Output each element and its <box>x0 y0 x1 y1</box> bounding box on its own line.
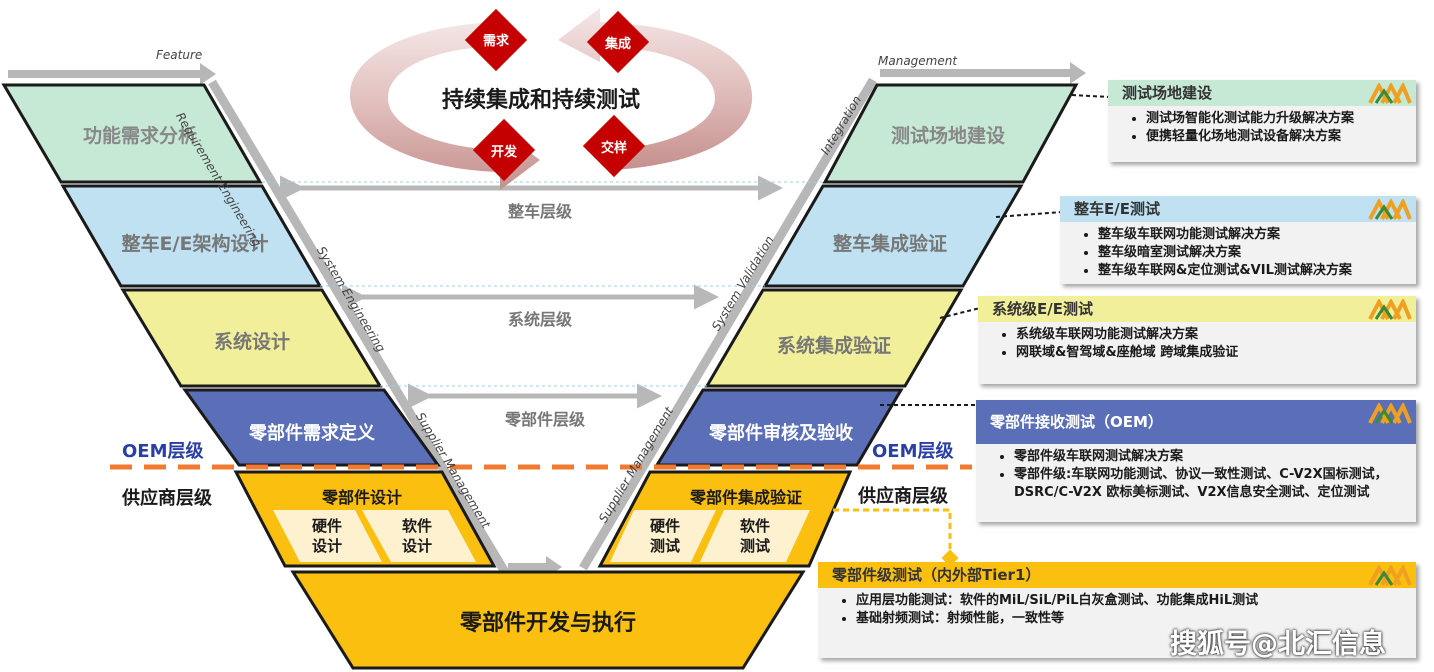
level-component: 零部件层级 <box>504 410 585 429</box>
info-box-item: 便携轻量化场地测试设备解决方案 <box>1146 128 1416 146</box>
info-box-item: 系统级车联网功能测试解决方案 <box>1016 326 1416 344</box>
right-stages <box>597 83 1079 568</box>
stage-function-requirements <box>1 83 263 184</box>
cycle-title: 持续集成和持续测试 <box>442 88 641 113</box>
info-box-title: 零部件接收测试（OEM） <box>976 400 1416 444</box>
flow-label-management: Management <box>878 54 958 68</box>
info-box-item: 网联域&智驾域&座舱域 跨域集成验证 <box>1016 344 1416 362</box>
stage-test-site <box>822 83 1079 184</box>
info-box-item: 测试场智能化测试能力升级解决方案 <box>1146 110 1416 128</box>
left-flow-line <box>208 79 509 575</box>
info-box-title: 系统级E/E测试 <box>978 296 1416 322</box>
stage-label-right-0: 测试场地建设 <box>890 125 1005 147</box>
management-arrow <box>880 62 1086 84</box>
info-box-item: 应用层功能测试：软件的MiL/SiL/PiL白灰盒测试、功能集成HiL测试 <box>856 592 1416 610</box>
company-logo-icon <box>1368 565 1412 586</box>
info-box-title: 整车E/E测试 <box>1060 196 1416 222</box>
info-box-system-ee: 系统级E/E测试 系统级车联网功能测试解决方案 网联域&智驾域&座舱域 跨域集成… <box>978 296 1416 384</box>
stage-component-requirements <box>182 388 441 467</box>
software-design-box <box>362 510 476 562</box>
info-box-item: 整车级车联网&定位测试&VIL测试解决方案 <box>1098 262 1416 280</box>
stage-label-right-2: 系统集成验证 <box>776 335 891 357</box>
flow-label-feature: Feature <box>156 48 203 62</box>
left-stages <box>1 83 497 568</box>
info-box-component-tier1: 零部件级测试（内外部Tier1） 应用层功能测试：软件的MiL/SiL/PiL白… <box>818 562 1416 658</box>
info-box-item: 零部件级车联网测试解决方案 <box>1014 448 1404 466</box>
stage-component-acceptance <box>654 388 904 467</box>
cycle-label-development-text: 开发 <box>490 145 517 160</box>
hardware-test-label: 硬件 测试 <box>649 517 680 555</box>
stage-label-bottom: 零部件开发与执行 <box>459 611 636 636</box>
feature-arrow <box>8 63 216 85</box>
level-vehicle: 整车层级 <box>507 202 572 221</box>
level-system: 系统层级 <box>507 310 572 329</box>
stage-component-development <box>290 570 806 670</box>
supplier-level-right: 供应商层级 <box>858 486 948 507</box>
company-logo-icon <box>1368 83 1412 104</box>
cycle-label-sample-text: 交样 <box>600 141 627 156</box>
cycle-diagram <box>350 8 753 190</box>
level-arrows <box>262 175 825 409</box>
cycle-label-requirement-text: 需求 <box>482 34 509 49</box>
stage-label-left-0: 功能需求分析 <box>82 125 197 147</box>
company-logo-icon <box>1368 199 1412 220</box>
info-box-item: 零部件级:车联网功能测试、协议一致性测试、C-V2X国标测试，DSRC/C-V2… <box>1014 466 1404 502</box>
info-box-item: 整车级暗室测试解决方案 <box>1098 244 1416 262</box>
stage-label-left-3: 零部件需求定义 <box>249 423 375 444</box>
right-flow-line <box>579 77 877 571</box>
hardware-design-box <box>273 510 382 562</box>
stage-system-integration <box>704 288 964 388</box>
software-design-label: 软件 设计 <box>401 517 432 555</box>
company-logo-icon <box>1368 403 1412 424</box>
stage-label-right-1: 整车集成验证 <box>832 233 947 255</box>
info-box-title: 测试场地建设 <box>1108 80 1416 106</box>
software-test-label: 软件 测试 <box>739 517 770 555</box>
stage-label-left-4: 零部件设计 <box>321 488 402 507</box>
info-box-vehicle-ee: 整车E/E测试 整车级车联网功能测试解决方案 整车级暗室测试解决方案 整车级车联… <box>1060 196 1416 284</box>
info-box-title: 零部件级测试（内外部Tier1） <box>818 562 1416 588</box>
stage-label-left-2: 系统设计 <box>213 331 290 353</box>
stage-label-right-4: 零部件集成验证 <box>689 488 802 507</box>
software-test-box <box>700 510 810 562</box>
info-box-item: 基础射频测试：射频性能，一致性等 <box>856 610 1416 628</box>
oem-level-left: OEM层级 <box>122 441 204 462</box>
hardware-test-box <box>610 510 716 562</box>
supplier-level-left: 供应商层级 <box>122 488 212 509</box>
info-box-test-site: 测试场地建设 测试场智能化测试能力升级解决方案 便携轻量化场地测试设备解决方案 <box>1108 80 1416 162</box>
cycle-label-integration-text: 集成 <box>604 37 631 52</box>
stage-vehicle-integration <box>762 184 1024 288</box>
hardware-design-label: 硬件 设计 <box>311 517 342 555</box>
info-box-item: 整车级车联网功能测试解决方案 <box>1098 226 1416 244</box>
company-logo-icon <box>1368 299 1412 320</box>
stage-label-left-1: 整车E/E架构设计 <box>121 233 269 255</box>
info-box-component-oem: 零部件接收测试（OEM） 零部件级车联网测试解决方案 零部件级:车联网功能测试、… <box>976 400 1416 522</box>
oem-level-right: OEM层级 <box>872 441 954 462</box>
stage-label-right-3: 零部件审核及验收 <box>709 423 853 444</box>
watermark: 搜狐号@北汇信息 <box>1170 629 1386 660</box>
